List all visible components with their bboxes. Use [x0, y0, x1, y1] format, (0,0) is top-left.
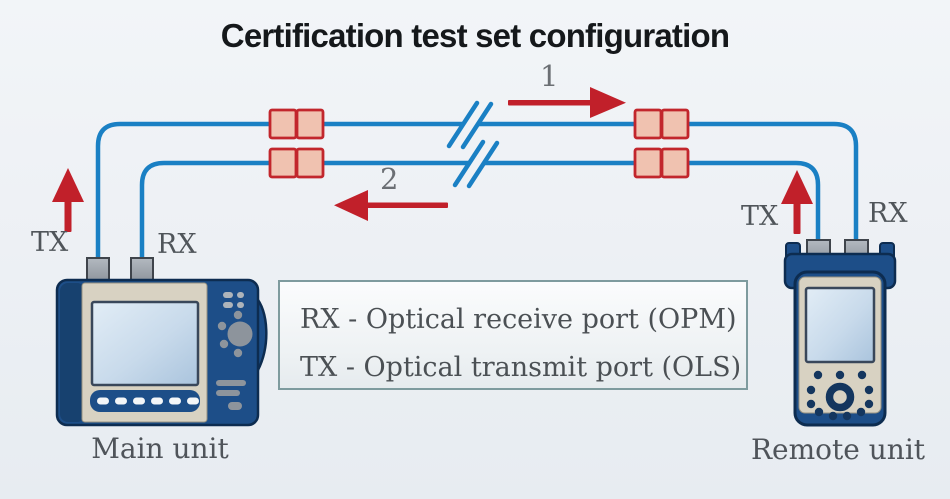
main-tx-label: TX — [31, 227, 69, 258]
arrow2-head — [334, 190, 368, 221]
remote-tx-emission-arrow — [781, 170, 813, 234]
remote-unit-screen — [804, 286, 876, 364]
cable-break-marks — [446, 100, 500, 189]
cable2-left-segment — [139, 160, 468, 262]
cable2-right-segment — [484, 160, 821, 252]
arrow1-head — [590, 87, 626, 118]
path1-number-label: 1 — [540, 59, 559, 93]
main-unit-softkeys — [97, 397, 199, 405]
main-unit-top-buttons — [223, 292, 244, 308]
remote-tx-label: TX — [741, 201, 779, 232]
fiber-connector-pair-top-right — [633, 108, 690, 140]
cable1-right-segment — [478, 121, 859, 252]
direction-arrow-1 — [508, 87, 626, 118]
fiber-connector-pair-top-left — [268, 108, 325, 140]
remote-rx-label: RX — [868, 198, 908, 229]
fiber-connector-pair-bottom-right — [633, 147, 690, 179]
legend-box: RX - Optical receive port (OPM) TX - Opt… — [278, 280, 748, 390]
remote-unit-label: Remote unit — [750, 433, 926, 466]
cable1-break-mark — [460, 101, 494, 150]
fiber-connector-pairs — [268, 108, 690, 179]
remote-unit-keypad — [806, 370, 874, 421]
diagram-title: Certification test set configuration — [220, 17, 730, 54]
cable1-break-mark — [446, 100, 480, 149]
main-unit-left-grip — [60, 283, 85, 422]
remote-unit-graphic — [783, 239, 897, 427]
fiber-cable-path2 — [139, 160, 821, 262]
main-unit-screen — [90, 300, 200, 387]
main-unit-graphic — [55, 257, 268, 427]
legend-line-tx: TX - Optical transmit port (OLS) — [300, 352, 742, 383]
cable1-left-segment — [95, 121, 462, 262]
fiber-connector-pair-bottom-left — [268, 147, 325, 179]
main-tx-emission-arrow — [52, 168, 84, 232]
legend-line-rx: RX - Optical receive port (OPM) — [300, 304, 737, 335]
cable2-break-mark — [466, 140, 500, 189]
main-unit-lower-buttons — [216, 380, 246, 410]
main-unit-label: Main unit — [91, 432, 229, 465]
fiber-cable-path1 — [95, 121, 859, 262]
cable2-break-mark — [452, 139, 486, 188]
direction-arrow-2 — [334, 190, 448, 221]
remote-nav-ring — [825, 382, 855, 412]
main-unit-nav-cluster — [217, 310, 253, 358]
path2-number-label: 2 — [380, 162, 399, 196]
main-rx-label: RX — [157, 229, 197, 260]
